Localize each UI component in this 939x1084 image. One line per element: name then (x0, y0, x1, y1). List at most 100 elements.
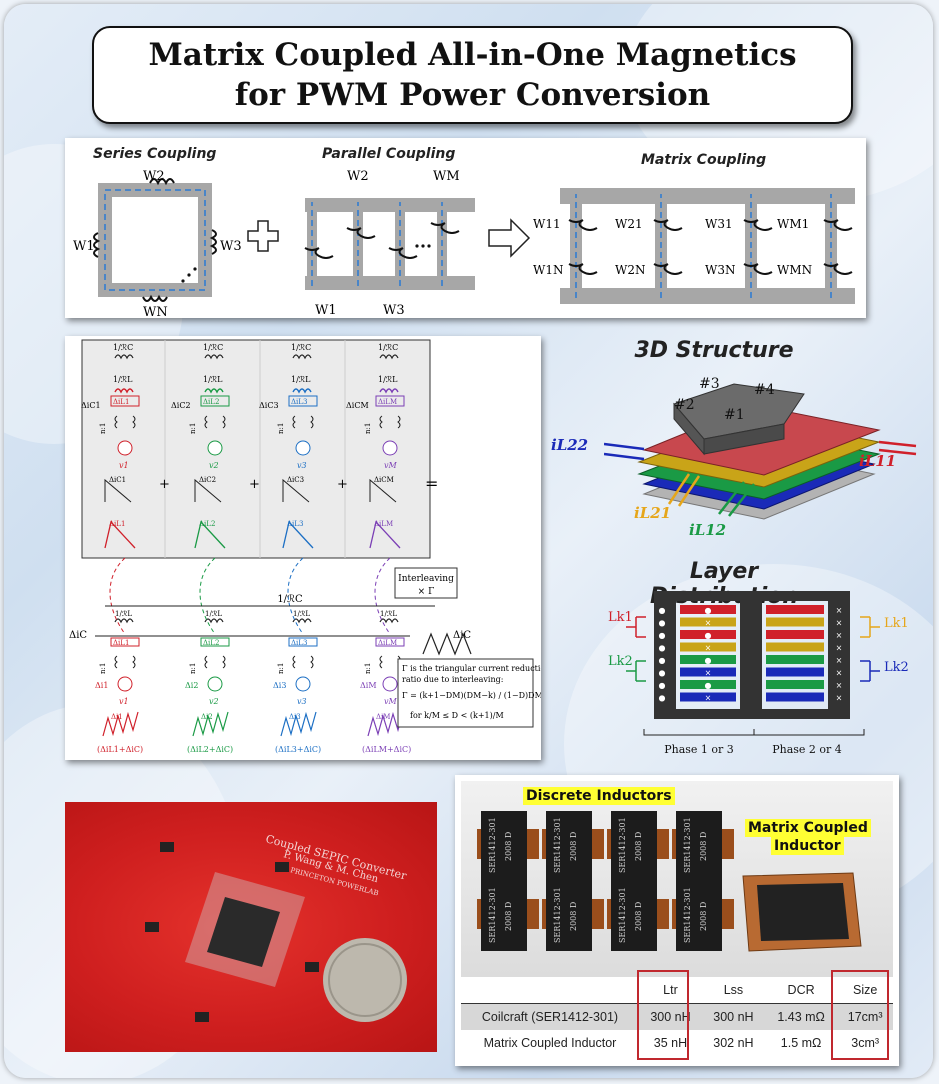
coupled-il-label: ΔiL3 (291, 639, 307, 647)
matrix-winding-label: W31 (705, 217, 733, 231)
branch-ic-label: ΔiC1 (81, 401, 101, 410)
reluctance-label: 1/ℛC (203, 343, 223, 352)
reluctance-label: 1/ℛC (291, 343, 311, 352)
series-winding-label: W2 (143, 169, 165, 184)
matrix-winding-label: WM1 (777, 217, 809, 231)
parallel-winding-label: W3 (383, 303, 405, 318)
coupled-il-label: ΔiL1 (113, 639, 129, 647)
reluctance-label: 1/ℛL (378, 375, 398, 384)
leakage-label-right-top: Lk1 (884, 616, 909, 631)
current-label-il11: iL11 (859, 452, 897, 470)
table-cell: Coilcraft (SER1412-301) (481, 1010, 619, 1024)
reluctance-label: 1/ℛL (113, 375, 133, 384)
sum-current-label: ΔiM (376, 713, 390, 721)
leakage-label-left-bottom: Lk2 (608, 654, 633, 669)
turns-ratio: n:1 (99, 663, 107, 674)
branch-voltage-label: v3 (297, 461, 307, 470)
coupling-diagram: W2 W1 W3 WN (73, 169, 855, 318)
layer-mark: × (836, 619, 843, 628)
discrete-inductors-label: Discrete Inductors (523, 787, 675, 805)
layer-mark: ● (705, 606, 712, 615)
inductor-part-code: 2008 D (634, 902, 643, 931)
layer-mark: × (836, 669, 843, 678)
layer-mark: ● (659, 656, 666, 665)
layer-mark: × (836, 694, 843, 703)
layer-distribution-diagram: ●●××●×●●××●×●●××●×●●××●× Phase 1 or 3 Ph… (626, 591, 880, 756)
pcb-illustration: Coupled SEPIC Converter P. Wang & M. Che… (145, 832, 409, 1022)
matrix-winding-label: W21 (615, 217, 643, 231)
layer-mark: × (836, 656, 843, 665)
coupling-panel: Series Coupling Parallel Coupling Matrix… (65, 138, 866, 318)
table-cell: 300 nH (650, 1010, 691, 1024)
branch-voltage-label: v2 (209, 461, 219, 470)
waveform-ic-label: ΔiC2 (199, 476, 216, 484)
current-label-il12: iL12 (689, 521, 727, 539)
gamma-formula: Γ = (k+1−DM)(DM−k) / (1−D)DM² (402, 691, 541, 700)
turns-ratio: n:1 (277, 423, 285, 434)
layer-stacks: ●●××●×●●××●×●●××●×●●××●× (659, 605, 843, 703)
inductor-comparison-panel: SER1412-301 2008 D SER1412-301 2008 D SER141… (455, 775, 899, 1066)
waveform-il-label: ΔiL3 (287, 520, 303, 528)
inductor-illustration: SER1412-301 2008 D SER1412-301 2008 D SER141… (477, 811, 862, 952)
reluctance-label: 1/ℛL (203, 375, 223, 384)
layer-mark: ● (659, 619, 666, 628)
pcb-photo: Coupled SEPIC Converter P. Wang & M. Che… (65, 802, 437, 1052)
phase-right-label: Phase 2 or 4 (772, 743, 842, 756)
leakage-label-right-bottom: Lk2 (884, 660, 909, 675)
inductor-part-mark: SER1412-301 (618, 817, 627, 873)
matrix-winding-label: W2N (615, 263, 645, 277)
reluctance-label: 1/ℛC (113, 343, 133, 352)
turns-ratio: n:1 (364, 663, 372, 674)
coupled-il-label: ΔiLM (378, 639, 397, 647)
core-label: #3 (699, 376, 720, 392)
coupled-current-label: Δi1 (95, 681, 108, 690)
branch-il-label: ΔiL2 (203, 398, 219, 406)
layer-mark: × (836, 631, 843, 640)
gamma-label: × Γ (418, 587, 435, 597)
sum-expression: (ΔiL3+ΔiC) (275, 745, 321, 754)
structure-3d-diagram: #3 #4 #2 #1 (604, 376, 917, 520)
table-cell: 3cm³ (851, 1036, 880, 1050)
plus-symbol (247, 220, 279, 252)
sum-current-label: Δi2 (201, 713, 213, 721)
equals-sign: = (425, 474, 438, 493)
reluctance-label: 1/ℛC (378, 343, 398, 352)
waveform-ic-label: ΔiCM (374, 476, 394, 484)
ltr-highlight-box (637, 970, 689, 1060)
layer-mark: × (705, 669, 712, 678)
layer-mark: ● (659, 669, 666, 678)
interleaving-label: Interleaving (398, 574, 454, 584)
coupled-current-label: Δi2 (185, 681, 198, 690)
plus-sign: + (249, 477, 260, 492)
branch-voltage-label: v1 (119, 461, 129, 470)
table-header-cell: DCR (787, 983, 815, 997)
inductor-part-code: 2008 D (569, 902, 578, 931)
delta-ic-left-label: ΔiC (69, 630, 87, 641)
inductor-part-code: 2008 D (634, 832, 643, 861)
layer-mark: × (705, 694, 712, 703)
table-cell: 17cm³ (847, 1010, 883, 1024)
matrix-inductor-label-1: Matrix Coupled (745, 819, 871, 837)
arrow-icon (488, 218, 531, 258)
coupled-voltage-label: vM (384, 697, 398, 706)
plus-sign: + (159, 477, 170, 492)
layer-mark: ● (705, 681, 712, 690)
turns-ratio: n:1 (189, 423, 197, 434)
circuit-diagram: 1/ℛC1/ℛLΔiL1ΔiC1n:1v1ΔiC1ΔiL1+1/ℛC1/ℛLΔi… (69, 339, 541, 754)
inductor-part-mark: SER1412-301 (553, 887, 562, 943)
interleaving-box (394, 567, 458, 599)
sum-current-label: Δi1 (111, 713, 123, 721)
inductor-part-mark: SER1412-301 (553, 817, 562, 873)
turns-ratio: n:1 (189, 663, 197, 674)
waveform-il-label: ΔiLM (374, 520, 393, 528)
core-label: #1 (724, 407, 745, 423)
inductor-part-code: 2008 D (504, 902, 513, 931)
branch-il-label: ΔiLM (378, 398, 397, 406)
table-cell: Matrix Coupled Inductor (483, 1036, 617, 1050)
bottom-branches: 1/ℛLΔiL1n:1Δi1v1Δi1(ΔiL1+ΔiC)1/ℛLΔiL2n:1… (95, 557, 411, 754)
series-winding-label: W1 (73, 239, 95, 254)
layer-mark: ● (659, 694, 666, 703)
inductor-part-mark: SER1412-301 (488, 817, 497, 873)
series-coupling-label: Series Coupling (93, 146, 217, 162)
inductor-part-mark: SER1412-301 (683, 817, 692, 873)
